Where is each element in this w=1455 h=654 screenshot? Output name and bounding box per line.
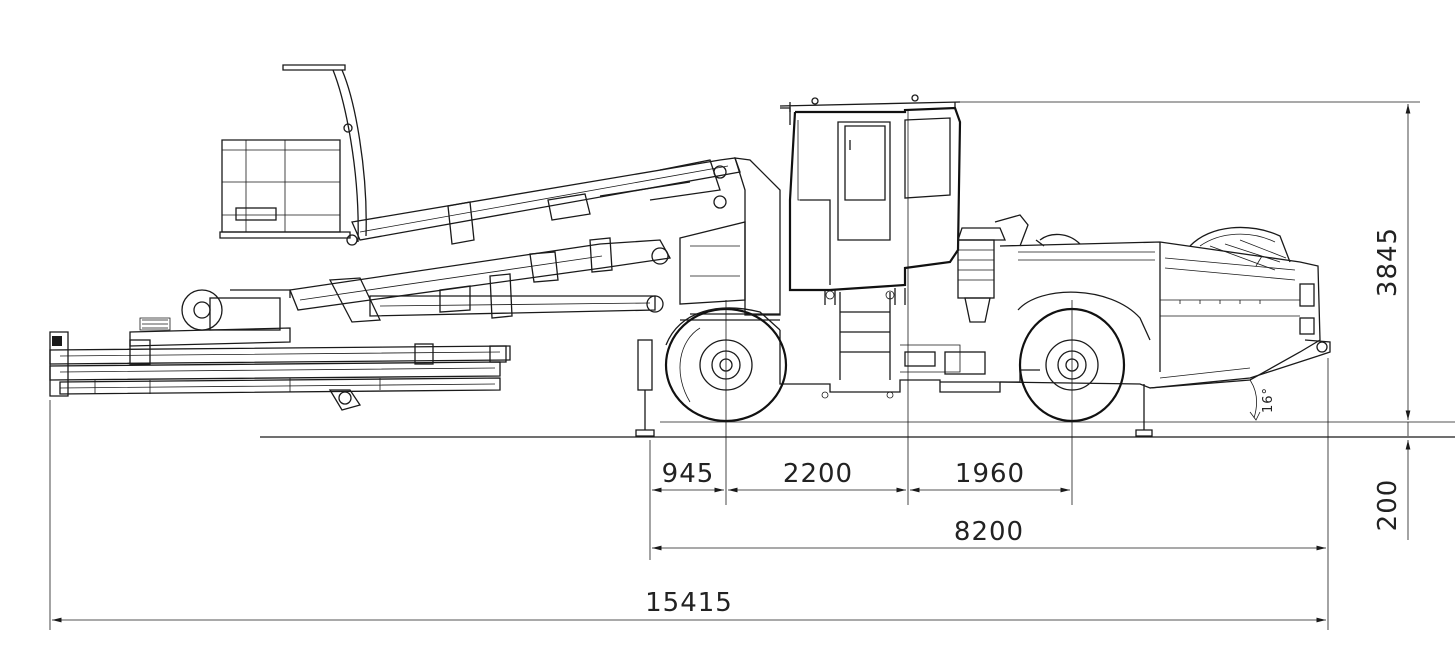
dim-segment-mid: 2200 (783, 459, 853, 489)
basket-boom (351, 157, 741, 245)
dim-ground-clearance: 200 (1373, 479, 1403, 532)
dim-angle: 16° (1261, 387, 1276, 413)
dim-front-overhang: 945 (662, 459, 715, 489)
chassis (680, 226, 1331, 393)
drill-boom (289, 237, 672, 323)
dim-total-length: 15415 (645, 588, 733, 618)
rear-wheel (1017, 291, 1151, 423)
dimension-labels: 945 2200 1960 8200 15415 3845 200 16° (645, 227, 1403, 618)
dim-segment-rear: 1960 (955, 459, 1025, 489)
outriggers (635, 339, 1153, 437)
dimension-lines (49, 101, 1420, 630)
machine-outline (49, 64, 1331, 437)
ground-lines (260, 421, 1455, 438)
motor-block (957, 214, 1081, 323)
operator-cab (779, 94, 962, 380)
dim-body-length: 8200 (954, 517, 1024, 547)
personnel-basket (219, 64, 367, 246)
dim-height: 3845 (1373, 227, 1403, 297)
feed-beam (49, 289, 511, 411)
small-details (821, 255, 1263, 399)
boom-mast (646, 157, 781, 316)
